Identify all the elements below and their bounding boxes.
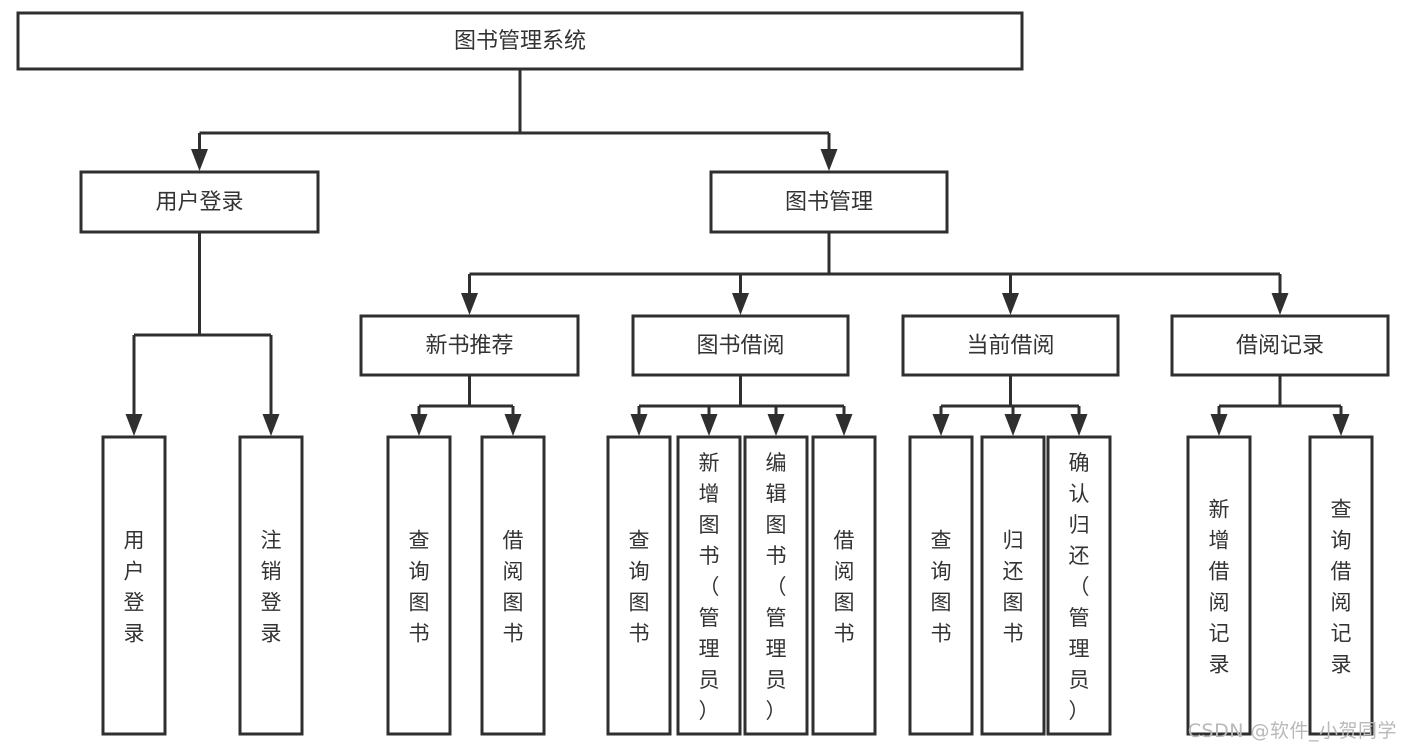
edge-arrowhead bbox=[700, 414, 718, 436]
node-book-borrow[interactable]: 图书借阅 bbox=[631, 314, 850, 377]
node-leaf-query-record[interactable]: 查询借阅记录 bbox=[1308, 435, 1374, 736]
node-box-leaf-query-book-3[interactable] bbox=[908, 435, 974, 736]
edge-arrowhead bbox=[504, 414, 522, 436]
edge-group-current-borrow bbox=[932, 375, 1088, 436]
edge-arrowhead bbox=[410, 414, 428, 436]
node-borrow-record[interactable]: 借阅记录 bbox=[1170, 314, 1390, 377]
node-label-new-book-rec: 新书推荐 bbox=[425, 334, 513, 359]
edge-arrowhead bbox=[932, 414, 950, 436]
edge-arrowhead bbox=[835, 414, 853, 436]
edge-arrowhead bbox=[191, 149, 208, 171]
node-leaf-return-book[interactable]: 归还图书 bbox=[980, 435, 1046, 736]
edge-arrowhead bbox=[125, 414, 143, 436]
node-leaf-user-login[interactable]: 用户登录 bbox=[101, 435, 167, 736]
node-label-leaf-user-logout: 注销登录 bbox=[261, 529, 282, 646]
node-box-new-book-rec[interactable] bbox=[359, 314, 580, 377]
node-box-leaf-query-book-1[interactable] bbox=[386, 435, 452, 736]
edge-arrowhead bbox=[732, 293, 749, 315]
node-label-leaf-return-book: 归还图书 bbox=[1003, 529, 1024, 646]
node-label-borrow-record: 借阅记录 bbox=[1236, 334, 1324, 359]
node-label-leaf-query-book-2: 查询图书 bbox=[629, 529, 650, 646]
node-box-book-manage[interactable] bbox=[709, 170, 949, 234]
edge-arrowhead bbox=[1070, 414, 1088, 436]
node-label-book-borrow: 图书借阅 bbox=[696, 334, 784, 359]
node-book-manage[interactable]: 图书管理 bbox=[709, 170, 949, 234]
node-box-borrow-record[interactable] bbox=[1170, 314, 1390, 377]
node-user-login[interactable]: 用户登录 bbox=[79, 170, 320, 234]
node-box-leaf-borrow-book-2[interactable] bbox=[811, 435, 877, 736]
edge-arrowhead bbox=[1271, 293, 1289, 315]
node-box-leaf-query-record[interactable] bbox=[1308, 435, 1374, 736]
node-box-leaf-add-record[interactable] bbox=[1186, 435, 1252, 736]
node-box-book-borrow[interactable] bbox=[631, 314, 850, 377]
node-box-leaf-return-book[interactable] bbox=[980, 435, 1046, 736]
node-leaf-query-book-2[interactable]: 查询图书 bbox=[606, 435, 672, 736]
node-leaf-borrow-book-2[interactable]: 借阅图书 bbox=[811, 435, 877, 736]
edge-arrowhead bbox=[461, 293, 478, 315]
node-leaf-borrow-book-1[interactable]: 借阅图书 bbox=[480, 435, 546, 736]
node-label-leaf-add-book: 新增图书（管理员） bbox=[699, 451, 720, 723]
edge-arrowhead bbox=[767, 414, 785, 436]
node-box-leaf-confirm-return[interactable] bbox=[1046, 435, 1112, 736]
node-box-user-login[interactable] bbox=[79, 170, 320, 234]
edge-group-root bbox=[191, 69, 838, 171]
node-leaf-edit-book[interactable]: 编辑图书（管理员） bbox=[743, 435, 809, 736]
node-leaf-query-book-3[interactable]: 查询图书 bbox=[908, 435, 974, 736]
node-label-root: 图书管理系统 bbox=[454, 29, 586, 54]
node-label-leaf-query-record: 查询借阅记录 bbox=[1331, 498, 1352, 677]
edge-arrowhead bbox=[1210, 414, 1228, 436]
node-current-borrow[interactable]: 当前借阅 bbox=[901, 314, 1120, 377]
node-box-leaf-user-login[interactable] bbox=[101, 435, 167, 736]
node-label-leaf-confirm-return: 确认归还（管理员） bbox=[1069, 451, 1090, 723]
edge-group-book-borrow bbox=[630, 375, 853, 436]
node-label-book-manage: 图书管理 bbox=[785, 190, 873, 215]
node-box-current-borrow[interactable] bbox=[901, 314, 1120, 377]
edge-arrowhead bbox=[820, 149, 838, 171]
node-leaf-user-logout[interactable]: 注销登录 bbox=[238, 435, 304, 736]
edge-arrowhead bbox=[1332, 414, 1350, 436]
node-label-leaf-query-book-1: 查询图书 bbox=[409, 529, 430, 646]
node-label-user-login: 用户登录 bbox=[155, 190, 243, 215]
node-box-leaf-borrow-book-1[interactable] bbox=[480, 435, 546, 736]
edge-arrowhead bbox=[262, 414, 280, 436]
node-label-leaf-borrow-book-1: 借阅图书 bbox=[503, 529, 524, 646]
node-box-leaf-edit-book[interactable] bbox=[743, 435, 809, 736]
node-leaf-query-book-1[interactable]: 查询图书 bbox=[386, 435, 452, 736]
node-box-root[interactable] bbox=[16, 11, 1024, 71]
edge-group-borrow-record bbox=[1210, 375, 1350, 436]
node-box-leaf-add-book[interactable] bbox=[676, 435, 742, 736]
node-leaf-add-book[interactable]: 新增图书（管理员） bbox=[676, 435, 742, 736]
watermark-label: CSDN @软件_小贺同学 bbox=[1187, 720, 1397, 742]
edge-group-book-manage bbox=[461, 232, 1289, 315]
edge-arrowhead bbox=[1004, 414, 1022, 436]
node-leaf-add-record[interactable]: 新增借阅记录 bbox=[1186, 435, 1252, 736]
edge-arrowhead bbox=[630, 414, 648, 436]
node-new-book-rec[interactable]: 新书推荐 bbox=[359, 314, 580, 377]
node-label-leaf-user-login: 用户登录 bbox=[124, 529, 145, 646]
nodes-layer: 图书管理系统用户登录图书管理新书推荐图书借阅当前借阅借阅记录用户登录注销登录查询… bbox=[16, 11, 1390, 736]
node-box-leaf-user-logout[interactable] bbox=[238, 435, 304, 736]
node-label-current-borrow: 当前借阅 bbox=[966, 334, 1054, 359]
node-label-leaf-edit-book: 编辑图书（管理员） bbox=[766, 451, 787, 723]
node-root[interactable]: 图书管理系统 bbox=[16, 11, 1024, 71]
node-label-leaf-add-record: 新增借阅记录 bbox=[1209, 498, 1230, 677]
edge-arrowhead bbox=[1002, 293, 1019, 315]
edge-group-user-login bbox=[125, 232, 280, 436]
node-box-leaf-query-book-2[interactable] bbox=[606, 435, 672, 736]
edge-group-new-book-rec bbox=[410, 375, 522, 436]
node-label-leaf-borrow-book-2: 借阅图书 bbox=[834, 529, 855, 646]
node-leaf-confirm-return[interactable]: 确认归还（管理员） bbox=[1046, 435, 1112, 736]
node-label-leaf-query-book-3: 查询图书 bbox=[931, 529, 952, 646]
edges-layer bbox=[125, 69, 1350, 436]
